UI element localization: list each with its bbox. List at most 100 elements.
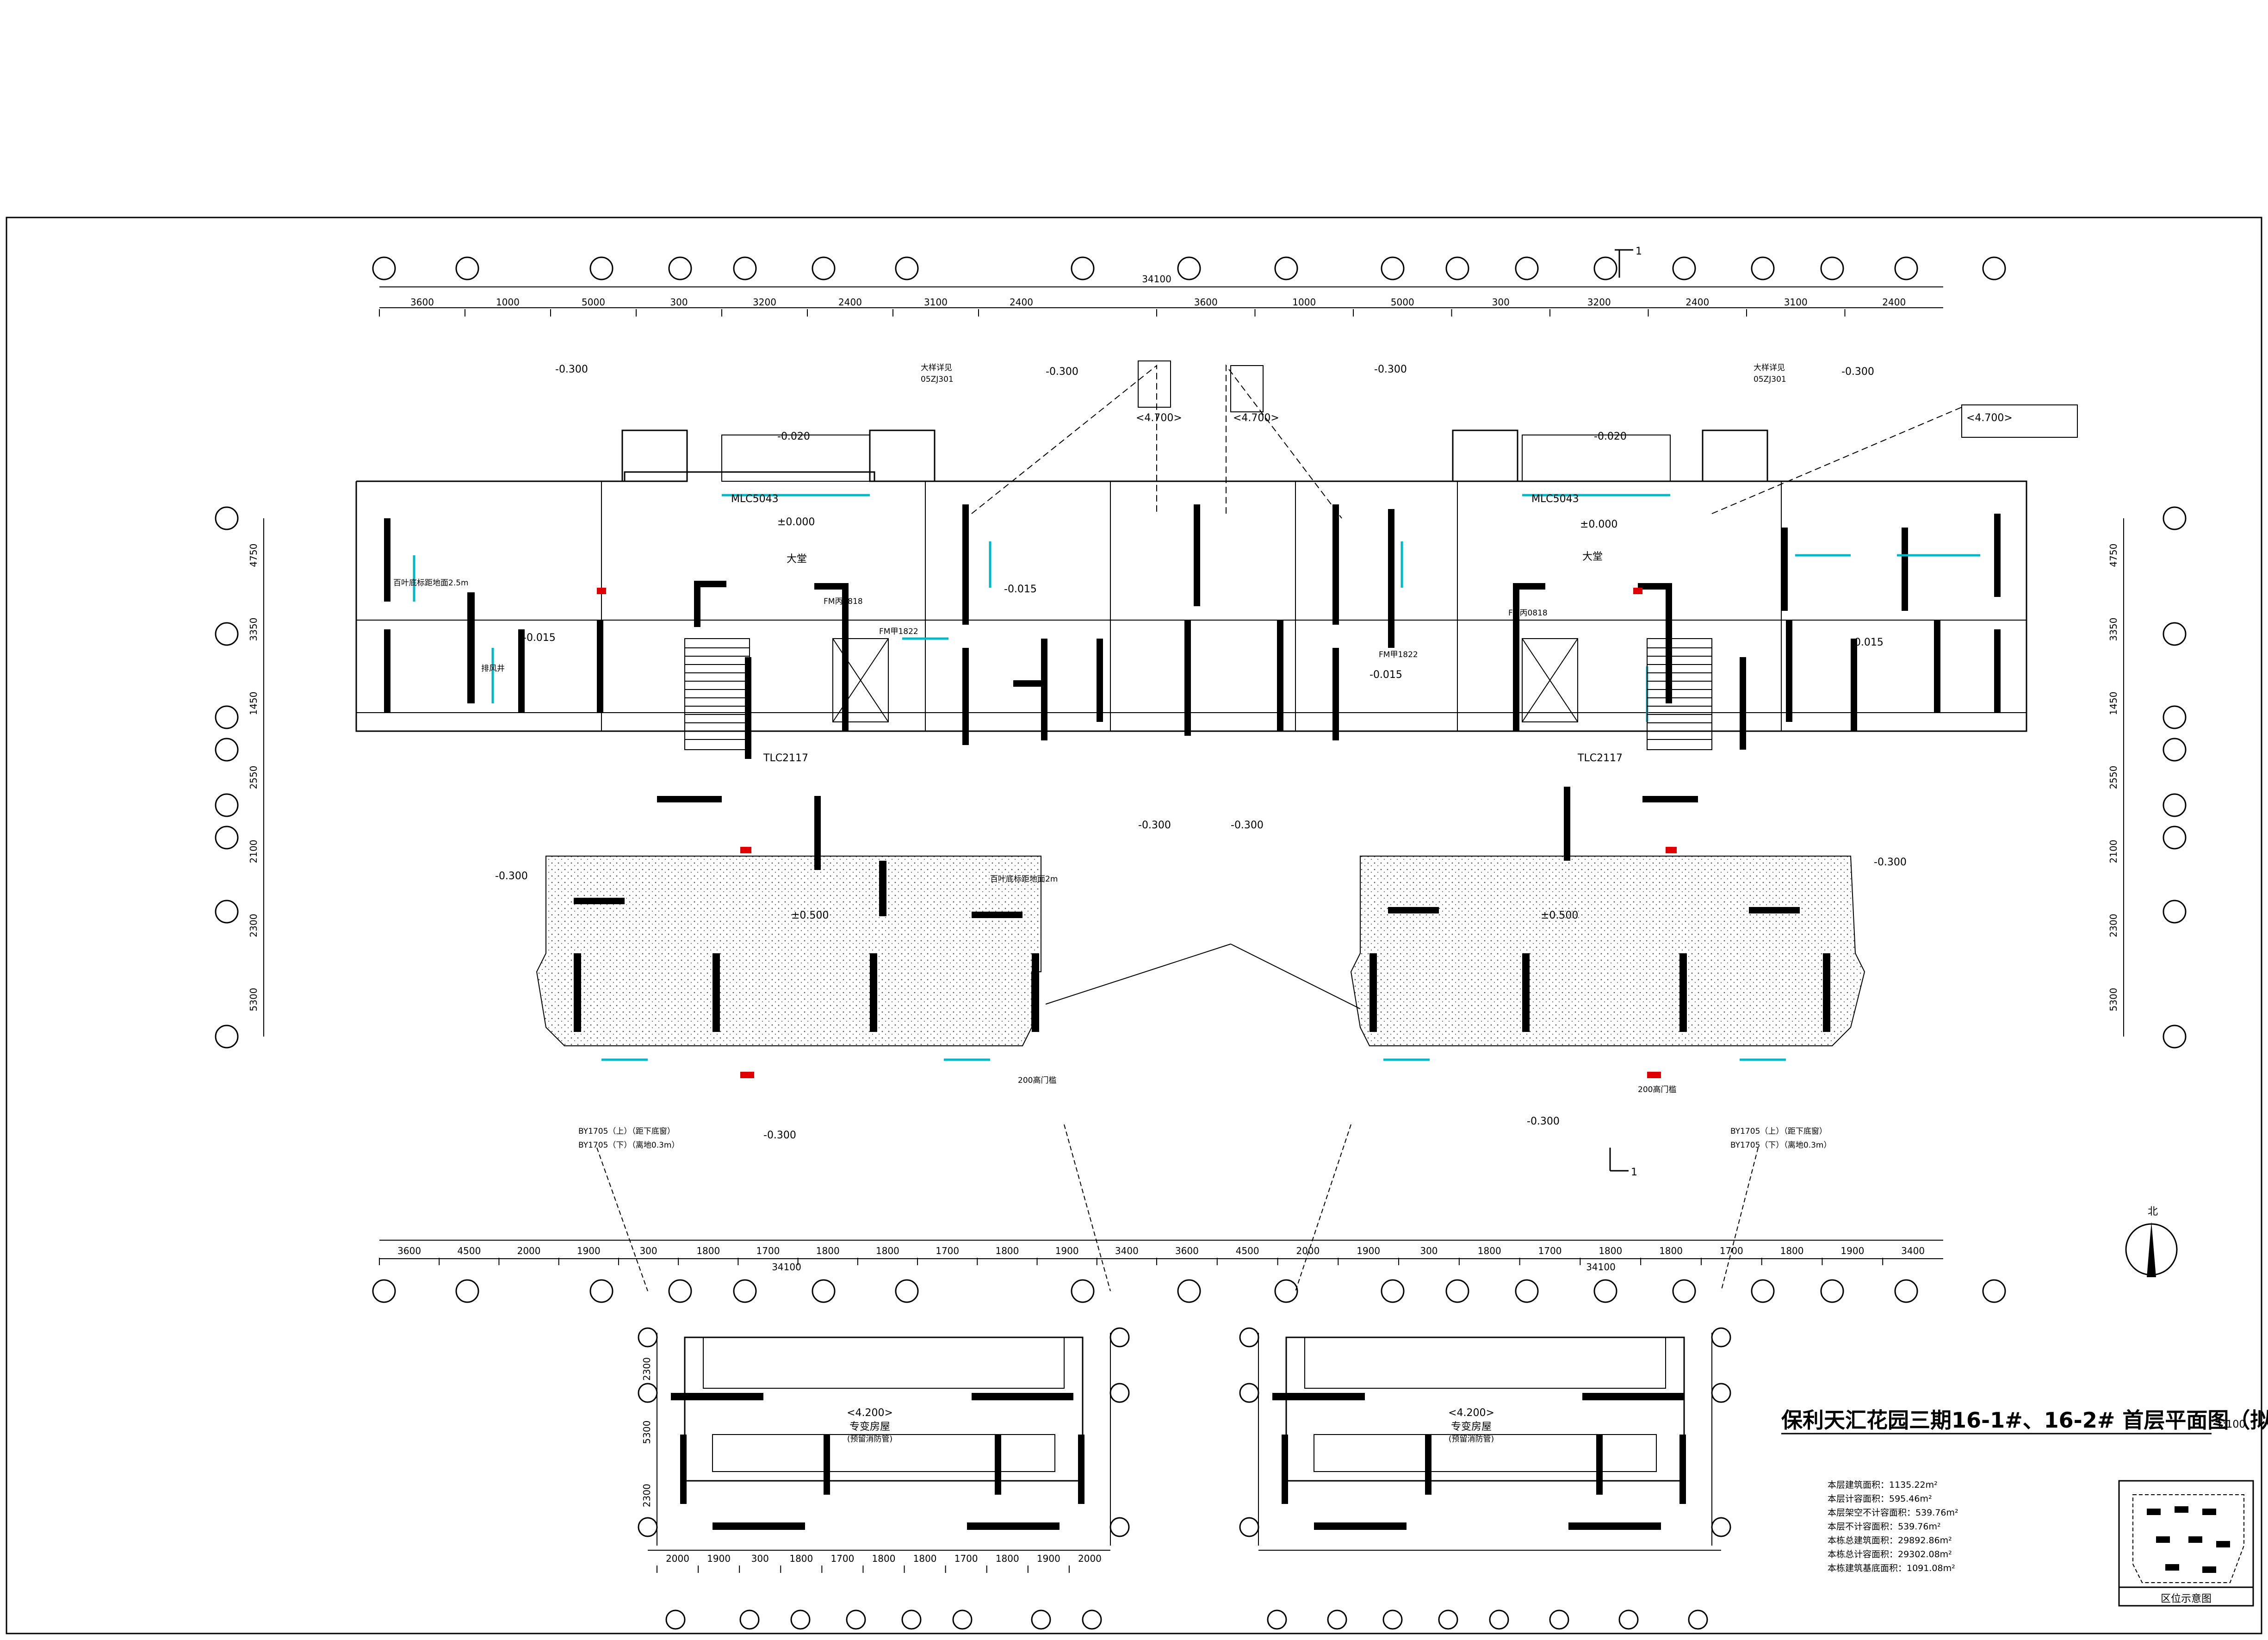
detail-ref-a: 大样详见 xyxy=(921,363,952,373)
stair-cores xyxy=(684,638,1712,750)
axis-bubble xyxy=(1593,256,1617,280)
elev-outside-1: -0.300 xyxy=(555,364,588,375)
axis-bubble xyxy=(215,506,239,530)
axis-bubble xyxy=(1894,256,1918,280)
axis-bubble xyxy=(1239,1327,1259,1348)
connector-line-right xyxy=(1230,944,1361,1009)
elev-pit-right: ±0.500 xyxy=(1541,910,1578,921)
axis-bubble xyxy=(1445,256,1469,280)
axis-bubble xyxy=(215,793,239,817)
dim-value: 3400 xyxy=(1901,1245,1925,1256)
dim-value: 1900 xyxy=(1840,1245,1864,1256)
keyplan-label: 区位示意图 xyxy=(2161,1593,2212,1605)
dim-value: 2400 xyxy=(838,297,862,308)
top-dim-total: 34100 xyxy=(1142,273,1171,285)
lower-plan-left: <4.200> 专变房屋 (预留消防管) xyxy=(671,1336,1084,1530)
area-statistics: 本层建筑面积：1135.22m²本层计容面积：595.46m²本层架空不计容面积… xyxy=(1828,1480,1958,1573)
dim-value: 2300 xyxy=(641,1357,652,1381)
axis-bubble xyxy=(1239,1383,1259,1403)
dim-value: 1700 xyxy=(954,1553,978,1564)
left-dimension-chain xyxy=(263,518,2124,1037)
elev-roof-3: <4.700> xyxy=(1966,412,2013,424)
title-block: 保利天汇花园三期16-1#、16-2# 首层平面图（拟调整） 1:100 xyxy=(1781,1408,2268,1435)
axis-bubble xyxy=(372,1279,396,1303)
dim-value: 1800 xyxy=(996,1553,1019,1564)
axis-bubble xyxy=(455,1279,479,1303)
axis-bubble xyxy=(1327,1609,1347,1630)
dim-value: 2400 xyxy=(1010,297,1033,308)
dim-value: 1900 xyxy=(577,1245,601,1256)
dim-value: 1800 xyxy=(1478,1245,1501,1256)
axis-bubble xyxy=(1711,1383,1731,1403)
dim-value: 1000 xyxy=(496,297,520,308)
area-stat-line: 本层不计容面积：539.76m² xyxy=(1828,1522,1941,1532)
axis-bubble xyxy=(1489,1609,1509,1630)
window-tlc-right: TLC2117 xyxy=(1577,752,1623,764)
side-axis-bubbles xyxy=(215,506,2187,1049)
elev-floor-a-2: -0.015 xyxy=(1004,584,1037,595)
bottom-dimension-chain: 34100 34100 xyxy=(379,1240,1943,1273)
dim-value: 1900 xyxy=(1357,1245,1380,1256)
bottom-dim-total-right: 34100 xyxy=(1586,1261,1616,1273)
dim-value: 4500 xyxy=(457,1245,481,1256)
axis-bubble xyxy=(215,738,239,762)
dash-link-b xyxy=(1064,1124,1111,1292)
axis-bubble xyxy=(2163,506,2187,530)
dim-value: 2550 xyxy=(2108,766,2119,789)
dim-value: 1800 xyxy=(816,1245,840,1256)
dim-value: 5000 xyxy=(582,297,605,308)
axis-bubble xyxy=(2163,826,2187,850)
dim-value: 3600 xyxy=(410,297,434,308)
axis-bubble xyxy=(1618,1609,1639,1630)
dim-value: 3100 xyxy=(1784,297,1808,308)
lower-right-garage-sub: (预留消防管) xyxy=(1449,1435,1494,1444)
dim-value: 3200 xyxy=(1587,297,1611,308)
axis-bubble xyxy=(589,256,613,280)
axis-bubble xyxy=(895,256,919,280)
dim-value: 300 xyxy=(1420,1245,1438,1256)
by-left-upper: BY1705（上）（距下底窗） xyxy=(578,1127,675,1136)
axis-bubble xyxy=(1820,1279,1844,1303)
plan-labels: -0.300 -0.300 -0.300 -0.300 -0.300 -0.30… xyxy=(393,363,2013,1150)
window-mlc-right: MLC5043 xyxy=(1531,493,1579,505)
dim-value: 3200 xyxy=(753,297,776,308)
dim-value: 1700 xyxy=(756,1245,780,1256)
area-stat-line: 本层架空不计容面积：539.76m² xyxy=(1828,1508,1958,1518)
dim-value: 1700 xyxy=(830,1553,854,1564)
lower-left-elev: <4.200> xyxy=(847,1407,893,1419)
axis-bubble xyxy=(1672,256,1696,280)
lower-right-elev: <4.200> xyxy=(1448,1407,1494,1419)
main-building xyxy=(355,360,2078,732)
axis-bubble xyxy=(952,1609,973,1630)
axis-bubble xyxy=(638,1383,658,1403)
elev-pit-left: ±0.500 xyxy=(791,910,829,921)
dim-value: 3350 xyxy=(248,618,259,641)
lower-dims xyxy=(648,1333,1721,1551)
dash-link-d xyxy=(1721,1147,1759,1292)
dim-value: 4750 xyxy=(248,544,259,567)
dim-value: 300 xyxy=(670,297,688,308)
right-podium xyxy=(1350,856,1865,1046)
axis-bubble xyxy=(215,622,239,646)
north-arrow: 北 xyxy=(2125,1206,2178,1277)
elev-floor-a-3: -0.015 xyxy=(1369,669,1402,681)
fire-door-left: 200高门槛 xyxy=(1018,1076,1056,1085)
dim-value: 5300 xyxy=(2108,988,2119,1012)
axis-bubble xyxy=(455,256,479,280)
axis-bubble xyxy=(1445,1279,1469,1303)
axis-bubble xyxy=(1820,256,1844,280)
axis-bubble xyxy=(1109,1517,1130,1537)
axis-bubble xyxy=(901,1609,922,1630)
lobby-left: 大堂 xyxy=(787,553,807,565)
axis-bubble xyxy=(638,1517,658,1537)
axis-bubble xyxy=(846,1609,866,1630)
dim-value: 3400 xyxy=(1115,1245,1139,1256)
elev-floor-a-4: -0.015 xyxy=(1851,637,1884,648)
elev-floor-a-1: -0.015 xyxy=(523,632,556,644)
axis-bubble xyxy=(215,826,239,850)
dim-value: 1800 xyxy=(876,1245,899,1256)
dim-value: 1450 xyxy=(248,692,259,715)
